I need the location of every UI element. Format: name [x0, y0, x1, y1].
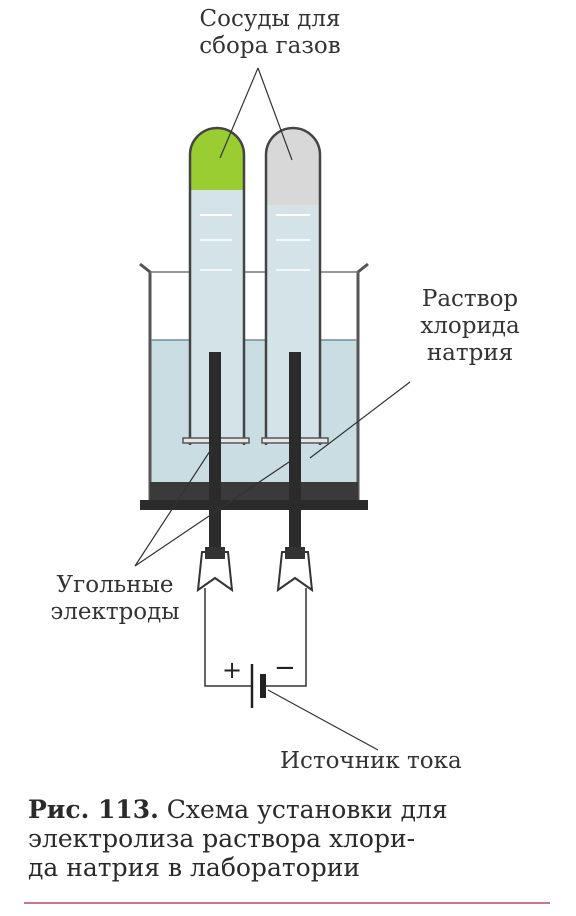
caption-rule: [24, 902, 550, 904]
label-electrodes: Угольные электроды: [30, 572, 200, 626]
leader-vessels-right: [257, 67, 293, 161]
label-electrodes-line1: Угольные: [56, 572, 174, 598]
caption-line3: да натрия в лаборатории: [28, 853, 361, 882]
label-solution-line3: натрия: [426, 340, 514, 366]
label-gas-vessels-line1: Сосуды для: [199, 6, 341, 32]
chlorine-gas: [190, 128, 244, 190]
figure-caption: Рис. 113. Схема установки для электролиз…: [28, 795, 548, 882]
caption-line1: Схема установки для: [158, 795, 448, 824]
leader-vessels-left: [219, 67, 259, 159]
plus-sign: +: [222, 656, 242, 684]
carbon-electrode-left: [209, 352, 221, 552]
leader-electrode-right: [134, 459, 293, 567]
label-gas-vessels: Сосуды для сбора газов: [150, 6, 390, 60]
gas-collecting-tube-left: [188, 126, 246, 445]
label-solution: Раствор хлорида натрия: [380, 286, 560, 367]
clip-right: [276, 547, 314, 593]
label-power-source: Источник тока: [280, 748, 462, 774]
label-gas-vessels-line2: сбора газов: [199, 33, 341, 59]
caption-line2: электролиза раствора хлори-: [28, 824, 416, 853]
wire-right: [264, 588, 307, 687]
sodium-chloride-solution: [151, 340, 357, 490]
label-solution-line1: Раствор: [421, 286, 519, 312]
label-electrodes-line2: электроды: [50, 599, 180, 625]
leader-solution: [309, 381, 411, 459]
minus-sign: −: [274, 653, 296, 683]
label-solution-line2: хлорида: [420, 313, 520, 339]
leader-electrode-left: [134, 447, 213, 567]
stand-base: [150, 482, 358, 502]
figure-number: Рис. 113.: [28, 795, 159, 824]
wire-left: [204, 588, 252, 687]
carbon-electrode-right: [289, 352, 301, 552]
hydrogen-gas: [266, 128, 320, 205]
leader-source: [267, 689, 379, 751]
clip-left: [196, 547, 234, 593]
